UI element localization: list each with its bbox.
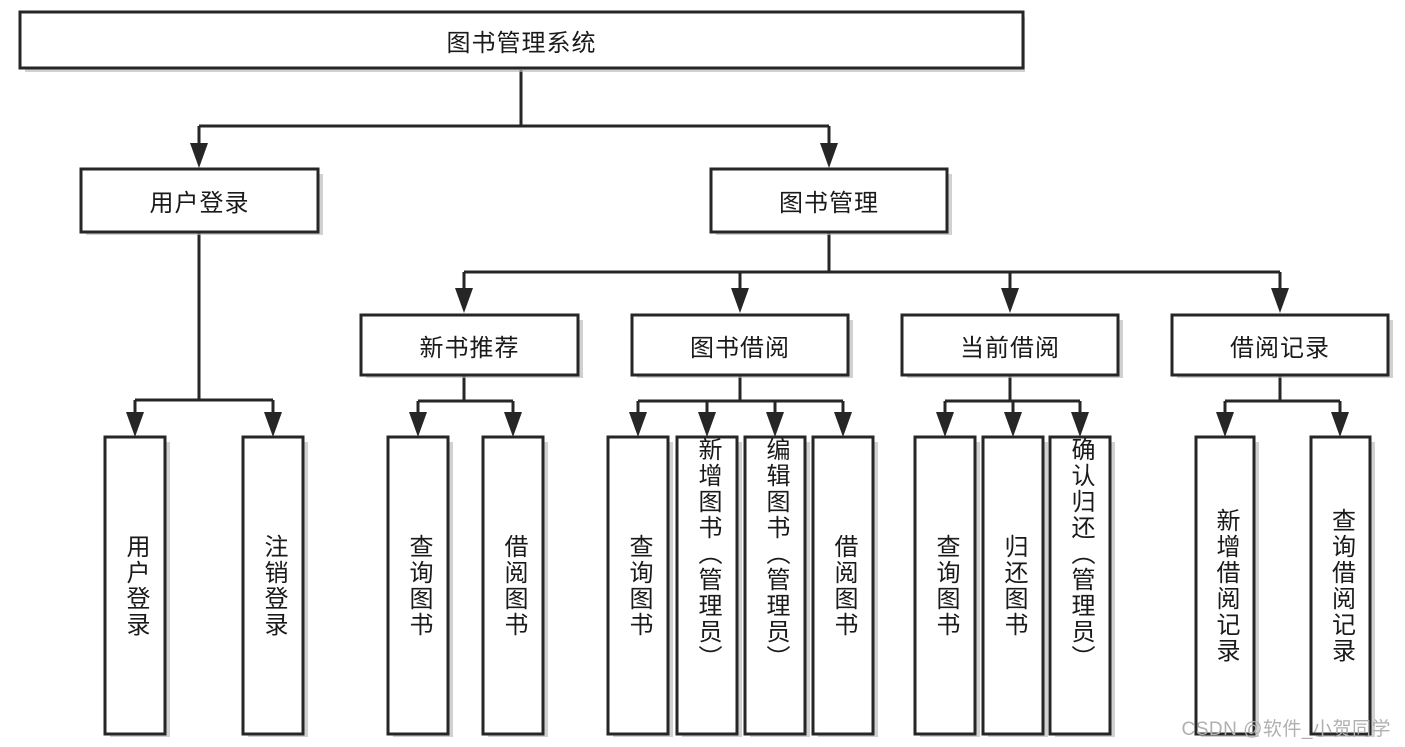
leaf-borrow-book-1-box[interactable] <box>481 435 545 736</box>
arrow-bb-leaf-3 <box>766 412 784 437</box>
leaf-query-book-1-box[interactable] <box>386 435 450 736</box>
root-node-box[interactable] <box>18 10 1025 70</box>
arrow-bm-to-book-borrow <box>731 288 749 313</box>
arrow-nbr-leaf-1 <box>409 412 427 437</box>
connector-group-user-login <box>126 232 282 437</box>
arrow-bm-to-new-book <box>455 288 473 313</box>
connector-group-book-borrow <box>629 375 852 437</box>
arrow-ul-leaf-2 <box>264 412 282 437</box>
connector-group-new-book-rec <box>409 375 522 437</box>
book-borrow-node-box[interactable] <box>630 313 850 377</box>
arrow-bb-leaf-2 <box>698 412 716 437</box>
book-manage-node-box[interactable] <box>709 167 949 234</box>
new-book-rec-node-box[interactable] <box>359 313 580 377</box>
leaf-user-login-box[interactable] <box>103 435 167 736</box>
leaf-edit-book-box[interactable] <box>743 435 807 736</box>
connector-group-borrow-record <box>1216 375 1349 437</box>
leaf-query-record-box[interactable] <box>1309 435 1372 736</box>
arrow-bb-leaf-1 <box>629 412 647 437</box>
csdn-watermark: CSDN @软件_小贺同学 <box>1181 719 1391 740</box>
leaf-query-book-2-box[interactable] <box>606 435 670 736</box>
leaf-logout-box[interactable] <box>241 435 305 736</box>
leaf-query-book-3-box[interactable] <box>913 435 977 736</box>
leaf-add-book-box[interactable] <box>675 435 739 736</box>
arrow-bm-to-current-borrow <box>1001 288 1019 313</box>
leaf-add-record-box[interactable] <box>1194 435 1256 736</box>
arrow-root-to-book-manage <box>820 143 838 168</box>
arrow-cb-leaf-1 <box>936 412 954 437</box>
arrow-root-to-user-login <box>190 143 208 168</box>
arrow-cb-leaf-3 <box>1071 412 1089 437</box>
connector-group-book-manage <box>455 232 1289 313</box>
leaf-confirm-return-box[interactable] <box>1048 435 1112 736</box>
arrow-nbr-leaf-2 <box>504 412 522 437</box>
arrow-br-leaf-1 <box>1216 412 1234 437</box>
arrow-br-leaf-2 <box>1331 412 1349 437</box>
borrow-record-node-box[interactable] <box>1170 313 1390 377</box>
leaf-return-book-box[interactable] <box>981 435 1045 736</box>
arrow-ul-leaf-1 <box>126 412 144 437</box>
current-borrow-node-box[interactable] <box>900 313 1120 377</box>
user-login-node-box[interactable] <box>79 167 320 234</box>
connector-group-root <box>190 70 838 168</box>
arrow-cb-leaf-2 <box>1004 412 1022 437</box>
connector-group-current-borrow <box>936 375 1089 437</box>
leaf-borrow-book-2-box[interactable] <box>811 435 875 736</box>
arrow-bb-leaf-4 <box>834 412 852 437</box>
arrow-bm-to-borrow-record <box>1271 288 1289 313</box>
